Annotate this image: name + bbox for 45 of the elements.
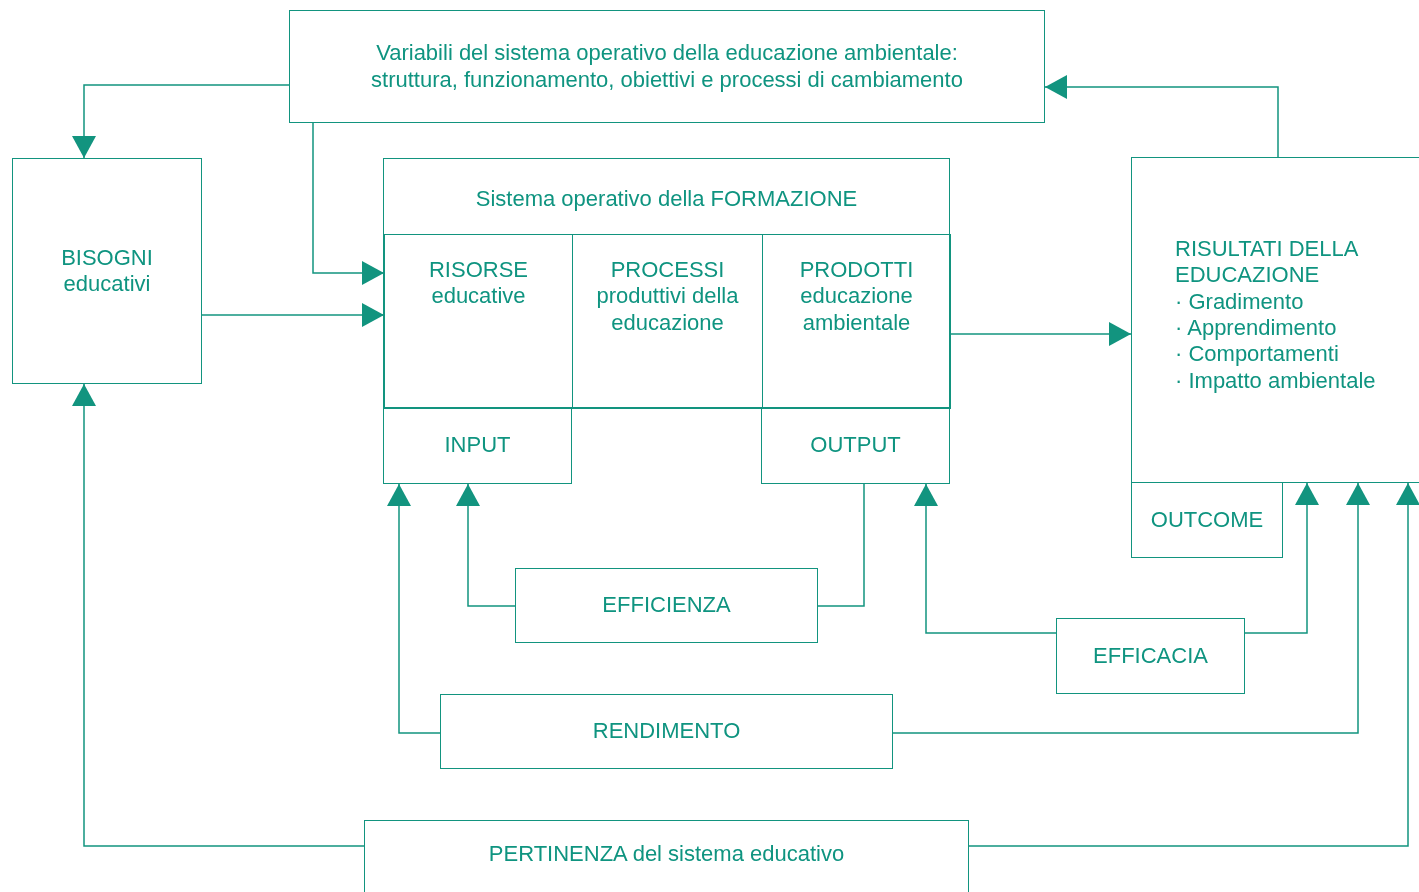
connector-line (817, 483, 865, 607)
diagram-box (761, 407, 950, 484)
arrow (456, 483, 516, 607)
box-label: PROCESSI produttivi della educazione (595, 257, 740, 337)
diagram-box (12, 158, 202, 384)
box-label: RENDIMENTO (592, 718, 741, 745)
diagram-box (383, 158, 950, 408)
box-label: PRODOTTI educazione ambientale (798, 257, 915, 337)
arrow (950, 322, 1132, 346)
diagram-box (384, 234, 573, 409)
arrow (914, 483, 1057, 634)
diagram-box (289, 10, 1045, 123)
arrow (72, 383, 365, 847)
diagram-box (572, 234, 763, 409)
arrow (1044, 75, 1279, 158)
diagram-box (1131, 482, 1283, 558)
box-label: EFFICIENZA (602, 592, 731, 619)
arrow (201, 303, 385, 327)
box-label: · Impatto ambientale (1175, 367, 1376, 395)
diagram-box (383, 407, 572, 484)
diagram-box (515, 568, 818, 643)
arrow (1244, 482, 1319, 634)
box-label: OUTCOME (1150, 506, 1264, 534)
diagram-box (762, 234, 951, 409)
box-label: RISULTATI DELLA EDUCAZIONE (1175, 235, 1359, 289)
box-label: RISORSE educative (428, 257, 529, 310)
diagram-box (1131, 157, 1419, 483)
diagram-box (440, 694, 893, 769)
box-label: OUTPUT (810, 432, 901, 459)
box-label: · Gradimento (1175, 288, 1304, 315)
arrow (312, 122, 385, 285)
box-label: Sistema operativo della FORMAZIONE (475, 186, 858, 213)
box-label: Variabili del sistema operativo della educazione ambientale: struttura, funzionamento, obiettivi e processi di cambiamento (370, 40, 964, 93)
arrow (968, 482, 1419, 847)
arrow (387, 483, 441, 734)
box-label: · Apprendimento (1175, 315, 1337, 342)
box-label: · Comportamenti (1175, 341, 1339, 368)
box-label: PERTINENZA del sistema educativo (488, 841, 845, 868)
diagram-box (364, 820, 969, 892)
box-label: EFFICACIA (1093, 642, 1208, 670)
box-label: BISOGNI educativi (60, 244, 154, 298)
arrow (892, 482, 1370, 734)
arrow (72, 84, 290, 159)
box-label: INPUT (444, 432, 511, 459)
diagram-box (1056, 618, 1245, 694)
